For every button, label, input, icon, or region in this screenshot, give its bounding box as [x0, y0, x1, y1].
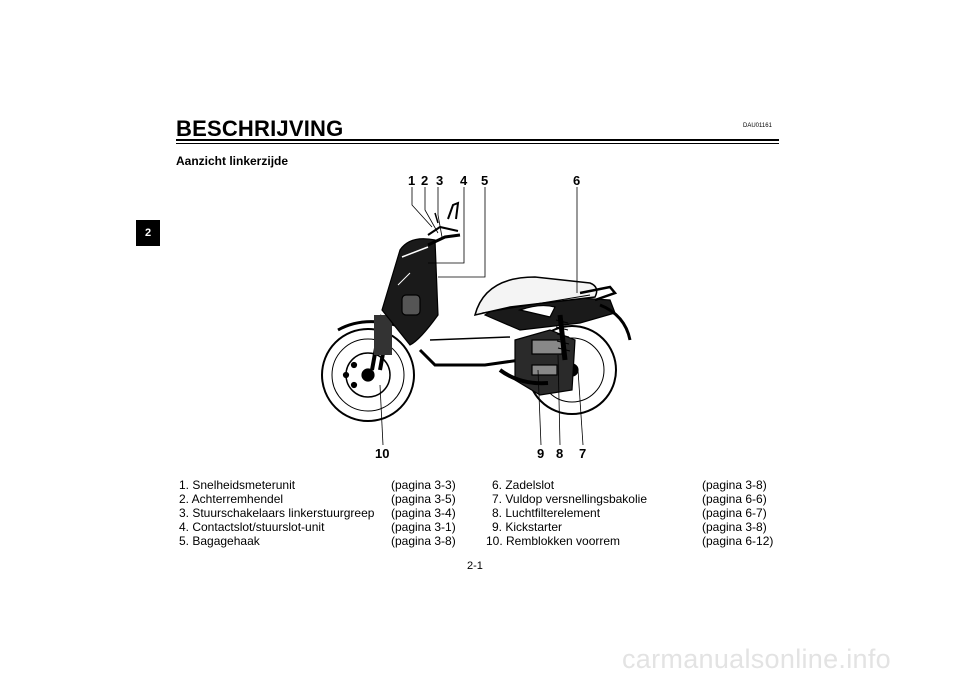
parts-list-right: 6. Zadelslot(pagina 3-8) 7. Vuldop versn…: [486, 478, 786, 548]
list-item: 9. Kickstarter(pagina 3-8): [492, 520, 767, 534]
callout-2: 2: [421, 173, 428, 188]
list-item: 8. Luchtfilterelement(pagina 6-7): [492, 506, 767, 520]
front-wheel: [321, 328, 415, 422]
scooter-diagram: 1 2 3 4 5 6 10 9 8 7: [321, 173, 632, 461]
list-item: 5. Bagagehaak(pagina 3-8): [179, 534, 456, 548]
callout-1: 1: [408, 173, 415, 188]
callout-3: 3: [436, 173, 443, 188]
title-rule-thin: [176, 143, 779, 144]
page-title: BESCHRIJVING: [176, 116, 344, 141]
list-item: 3. Stuurschakelaars linkerstuurgreep(pag…: [179, 506, 456, 520]
callout-8: 8: [556, 446, 563, 461]
list-item: 4. Contactslot/stuurslot-unit(pagina 3-1…: [179, 520, 456, 534]
list-item: 1. Snelheidsmeterunit(pagina 3-3): [179, 478, 456, 492]
list-item: 10. Remblokken voorrem(pagina 6-12): [486, 534, 774, 548]
section-tab: 2: [136, 220, 160, 246]
watermark: carmanualsonline.info: [622, 644, 891, 674]
callout-6: 6: [573, 173, 580, 188]
parts-list-left: 1. Snelheidsmeterunit(pagina 3-3) 2. Ach…: [179, 478, 479, 548]
title-rule: [176, 139, 779, 141]
callout-7: 7: [579, 446, 586, 461]
section-subtitle: Aanzicht linkerzijde: [176, 154, 289, 168]
page-number: 2-1: [467, 560, 483, 572]
list-item: 7. Vuldop versnellingsbakolie(pagina 6-6…: [492, 492, 767, 506]
document-code: DAU01161: [743, 123, 772, 129]
list-item: 2. Achterremhendel(pagina 3-5): [179, 492, 456, 506]
list-item: 6. Zadelslot(pagina 3-8): [492, 478, 767, 492]
callout-9: 9: [537, 446, 544, 461]
callout-10: 10: [375, 446, 389, 461]
callout-5: 5: [481, 173, 488, 188]
callout-4: 4: [460, 173, 468, 188]
